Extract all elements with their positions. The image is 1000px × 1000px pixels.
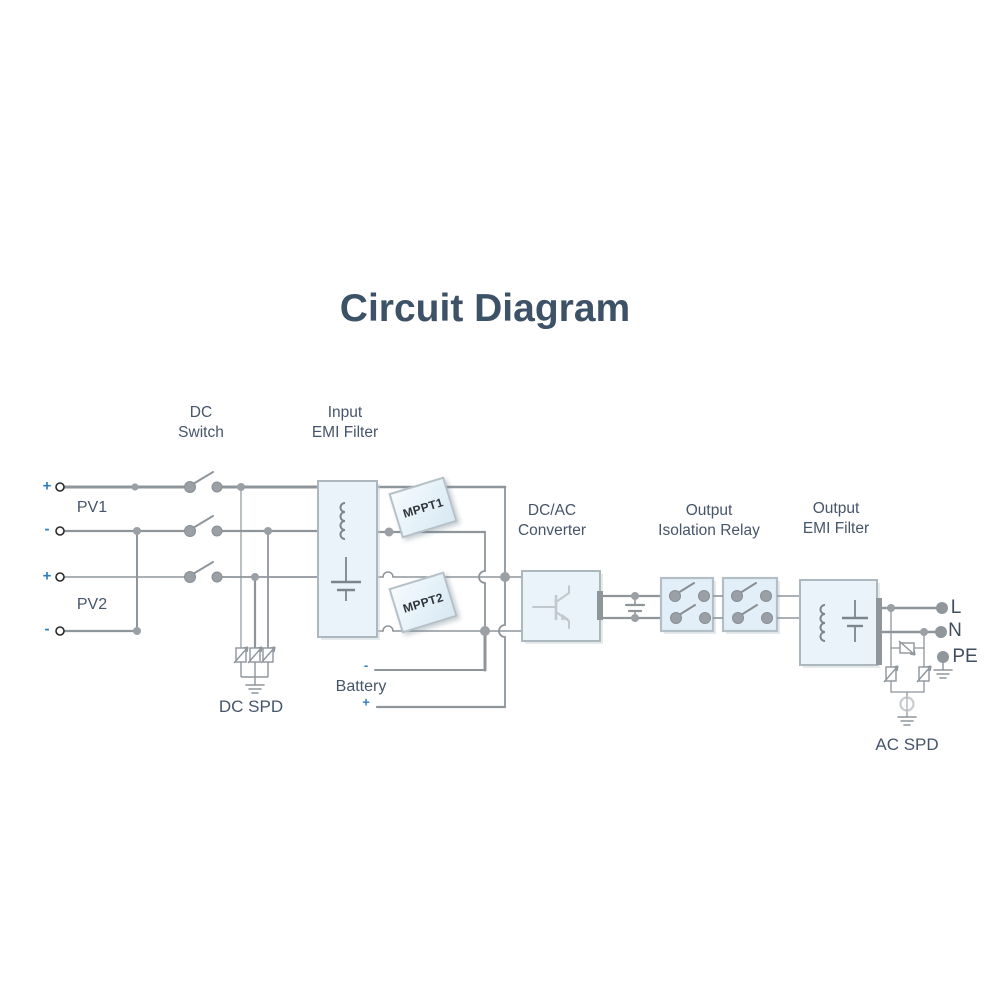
junction-dots bbox=[131, 483, 928, 636]
pv2-minus-sign: - bbox=[44, 620, 50, 638]
ac-output-wires bbox=[880, 606, 944, 718]
dc-spd-icons bbox=[233, 646, 276, 664]
mppt-battery-wires bbox=[374, 485, 523, 709]
dc-switch-label: DC Switch bbox=[178, 404, 224, 441]
mppt1-label: MPPT1 bbox=[401, 494, 445, 521]
pv1-minus-sign: - bbox=[44, 520, 50, 538]
output-emi-filter-label: Output EMI Filter bbox=[802, 500, 870, 537]
terminal-pe-label: PE bbox=[952, 646, 978, 667]
dc-spd-drop-wires bbox=[240, 487, 269, 685]
pv1-plus-sign: + bbox=[42, 477, 52, 495]
pv1-label: PV1 bbox=[76, 499, 108, 516]
inductor-icon bbox=[339, 502, 346, 540]
terminal-l-label: L bbox=[950, 597, 962, 618]
pv-terminal-circles bbox=[55, 482, 65, 636]
pv2-label: PV2 bbox=[76, 596, 108, 613]
mppt2-label: MPPT2 bbox=[401, 589, 445, 616]
dcac-converter-label: DC/AC Converter bbox=[517, 502, 587, 539]
output-isolation-relay-label: Output Isolation Relay bbox=[658, 502, 760, 539]
battery-label: Battery bbox=[335, 678, 387, 695]
output-emi-filter-box bbox=[799, 579, 882, 668]
input-emi-filter-label: Input EMI Filter bbox=[311, 404, 379, 441]
inductor-icon bbox=[819, 604, 826, 642]
gas-discharge-tube-icon bbox=[899, 696, 915, 712]
transistor-icon bbox=[532, 585, 570, 629]
dc-switch-contact-dots bbox=[184, 481, 223, 583]
dcac-converter-box bbox=[521, 570, 603, 644]
converter-output-bar bbox=[597, 591, 603, 620]
relay-contacts bbox=[669, 582, 773, 624]
capacitor-icon bbox=[331, 557, 361, 601]
battery-minus-sign: - bbox=[363, 657, 369, 673]
battery-plus-sign: + bbox=[362, 694, 370, 710]
ground-icons bbox=[245, 669, 953, 726]
capacitor-icon bbox=[842, 600, 868, 642]
ac-spd-label: AC SPD bbox=[875, 735, 939, 754]
dc-spd-label: DC SPD bbox=[218, 697, 284, 716]
terminal-n-label: N bbox=[948, 620, 962, 641]
filter-output-bar bbox=[876, 598, 882, 665]
ac-spd-icons bbox=[883, 640, 932, 683]
output-isolation-relay-boxes bbox=[659, 576, 800, 634]
pv2-plus-sign: + bbox=[42, 567, 52, 585]
dc-switch-blades bbox=[192, 471, 214, 575]
ac-terminal-dots bbox=[935, 602, 949, 663]
input-emi-filter-box bbox=[317, 480, 380, 640]
converter-output-wires bbox=[601, 594, 663, 620]
page-title: Circuit Diagram bbox=[339, 287, 631, 330]
